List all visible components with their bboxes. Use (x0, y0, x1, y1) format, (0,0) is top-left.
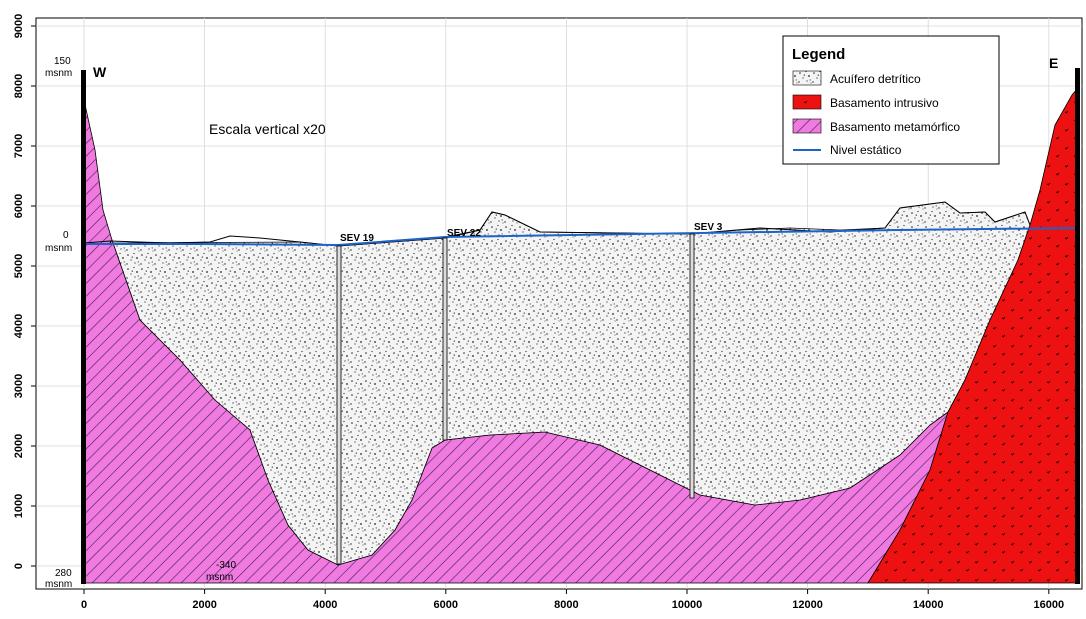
y-tick-label: 6000 (13, 194, 25, 218)
x-axis-ticks: 0 2000 4000 6000 8000 10000 12000 14000 16000 (81, 589, 1064, 611)
level-label-zero-unit: msnm (45, 243, 72, 254)
sev-19: SEV 19 (336, 233, 374, 565)
sev-3: SEV 3 (689, 222, 723, 499)
depth-annotation-value: -340 (216, 560, 236, 571)
x-tick-label: 10000 (672, 599, 703, 611)
level-label-top-value: 150 (54, 56, 71, 67)
sev-19-label: SEV 19 (340, 233, 374, 244)
west-post (81, 70, 86, 584)
x-tick-label: 2000 (192, 599, 216, 611)
y-tick-label: 3000 (13, 374, 25, 398)
y-axis-ticks: 0 1000 2000 3000 4000 5000 6000 7000 8000 9000 (13, 14, 36, 569)
x-tick-label: 16000 (1034, 599, 1065, 611)
x-tick-label: 4000 (313, 599, 337, 611)
ground-surface (83, 201, 1031, 247)
east-post (1075, 68, 1080, 584)
legend-red-swatch (792, 94, 822, 110)
legend-item-static-level: Nivel estático (830, 143, 902, 157)
y-tick-label: 7000 (13, 134, 25, 158)
legend: Legend Acuífero detrítico Basamento intr… (782, 35, 1000, 165)
y-tick-label: 4000 (13, 314, 25, 338)
sev-22-borehole (442, 237, 448, 441)
legend-hatch-swatch (792, 118, 822, 134)
static-level-line (84, 227, 1079, 247)
y-tick-label: 5000 (13, 254, 25, 278)
legend-stipple-swatch (792, 70, 822, 86)
x-tick-label: 14000 (913, 599, 944, 611)
x-tick-label: 0 (81, 599, 87, 611)
legend-item-aquifer: Acuífero detrítico (830, 72, 921, 86)
level-label-zero-value: 0 (63, 230, 69, 241)
y-tick-label: 1000 (13, 494, 25, 518)
legend-item-intrusive: Basamento intrusivo (830, 96, 939, 110)
y-tick-label: 8000 (13, 74, 25, 98)
legend-title: Legend (792, 46, 845, 63)
depth-annotation-unit: msnm (206, 572, 233, 583)
y-tick-label: 2000 (13, 434, 25, 458)
scale-note: Escala vertical x20 (209, 121, 326, 137)
y-tick-label: 0 (13, 563, 25, 569)
east-label: E (1049, 55, 1058, 71)
sev-19-borehole (336, 245, 342, 565)
level-label-bottom-value: 280 (55, 568, 72, 579)
x-tick-label: 6000 (434, 599, 458, 611)
sev-3-borehole (689, 233, 695, 499)
legend-item-metamorphic: Basamento metamórfico (830, 120, 960, 134)
sev-3-label: SEV 3 (694, 222, 723, 233)
west-label: W (93, 64, 107, 80)
sev-22: SEV 22 (442, 228, 481, 441)
level-label-top-unit: msnm (45, 68, 72, 79)
x-tick-label: 8000 (554, 599, 578, 611)
sev-22-label: SEV 22 (447, 228, 481, 239)
level-label-bottom-unit: msnm (45, 579, 72, 590)
y-tick-label: 9000 (13, 14, 25, 38)
x-tick-label: 12000 (792, 599, 823, 611)
